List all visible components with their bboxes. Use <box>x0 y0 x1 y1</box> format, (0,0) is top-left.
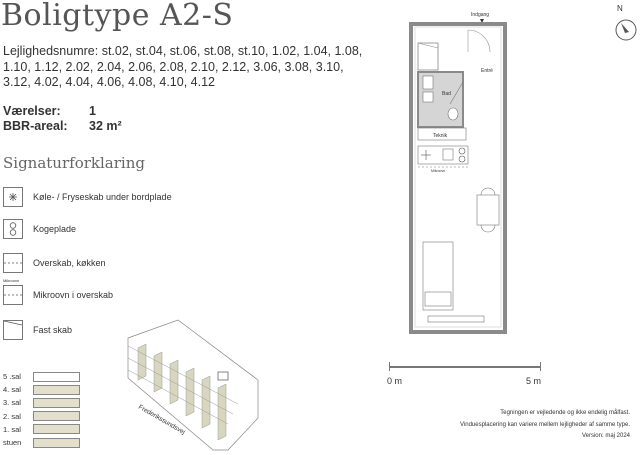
hob-icon <box>458 147 466 155</box>
floor-label: 4. sal <box>3 385 21 395</box>
hob-icon <box>3 219 23 239</box>
floor-bar <box>33 437 80 448</box>
floor-label: 1. sal <box>3 424 21 434</box>
microwave-plan-label: Mikroovn <box>431 169 445 173</box>
floor-bar <box>33 424 80 435</box>
legend-label: Kogeplade <box>33 224 77 234</box>
scale-tick <box>540 362 541 371</box>
closet-icon <box>3 320 23 340</box>
highlighted-unit <box>217 371 229 381</box>
scale-tick <box>389 362 390 371</box>
floor-label: 3. sal <box>3 398 21 408</box>
floor-row: stuen <box>3 436 80 449</box>
floor-row: 5 .sal <box>3 370 80 383</box>
legend-title: Signaturforklaring <box>3 154 145 172</box>
floor-bar <box>33 411 80 422</box>
floor-bar <box>33 371 80 382</box>
legend-item-closet: Fast skab <box>3 319 72 341</box>
technic-room <box>417 127 467 141</box>
legend-item-upper-cabinet: Overskab, køkken <box>3 252 106 274</box>
scale-end-label: 5 m <box>526 376 542 386</box>
floor-bar <box>33 397 80 408</box>
microwave-tag: Mikroovn <box>3 278 20 283</box>
compass-icon: N <box>615 4 637 41</box>
facts-block: Værelser: 1 BBR-areal: 32 m² <box>3 104 122 134</box>
entrance-arrow-icon <box>480 19 484 23</box>
legend-label: Køle- / Fryseskab under bordplade <box>33 192 172 202</box>
page-title: Boligtype A2-S <box>1 0 234 33</box>
unit-numbers: Lejlighedsnumre: st.02, st.04, st.06, st… <box>3 44 373 91</box>
technic-label: Teknik <box>433 133 448 139</box>
units-list: st.02, st.04, st.06, st.08, st.10, 1.02,… <box>3 44 363 89</box>
note-line: Tegningen er vejledende og ikke endelig … <box>500 410 630 416</box>
sink-icon <box>442 148 454 161</box>
fridge-icon <box>3 187 23 207</box>
microwave-icon: Mikroovn <box>3 278 23 305</box>
scale-start-label: 0 m <box>387 376 403 386</box>
legend-label: Overskab, køkken <box>33 258 106 268</box>
building-key-plan: Frederikssundsvej <box>127 319 259 451</box>
legend-item-microwave: Mikroovn Mikroovn i overskab <box>3 278 114 306</box>
floor-row: 1. sal <box>3 423 80 436</box>
floor-label: 5 .sal <box>3 372 21 382</box>
entrance-label: Indgang <box>471 12 489 18</box>
entre-label: Entré <box>481 68 493 74</box>
rooms-label: Værelser: <box>3 104 61 118</box>
floor-label: 2. sal <box>3 411 21 421</box>
dining-table <box>476 194 500 226</box>
floor-bar <box>33 384 80 395</box>
legend-item-hob: Kogeplade <box>3 218 76 240</box>
units-label: Lejlighedsnumre: <box>3 44 99 58</box>
floor-row: 3. sal <box>3 396 80 409</box>
floor-row: 4. sal <box>3 383 80 396</box>
legend-item-fridge: Køle- / Fryseskab under bordplade <box>3 186 172 208</box>
bath-label: Bad <box>442 91 451 97</box>
closet <box>417 42 439 71</box>
compass-north-label: N <box>617 4 623 13</box>
note-line: Version: maj 2024 <box>581 433 630 439</box>
scale-bar <box>389 366 541 368</box>
floor-label: stuen <box>3 438 22 448</box>
floor-indicator: 5 .sal 4. sal 3. sal 2. sal 1. sal stuen <box>3 370 80 449</box>
legend-label: Fast skab <box>33 325 73 335</box>
upper-cabinet-icon <box>3 253 23 273</box>
fridge-icon <box>421 150 431 160</box>
rooms-value: 1 <box>89 104 96 118</box>
area-label: BBR-areal: <box>3 119 68 133</box>
area-value: 32 m² <box>89 119 122 133</box>
note-line: Vinduesplacering kan variere mellem lejl… <box>460 421 630 428</box>
window <box>427 315 485 323</box>
disclaimer: Tegningen er vejledende og ikke endelig … <box>460 408 630 443</box>
legend-label: Mikroovn i overskab <box>33 290 114 300</box>
floor-row: 2. sal <box>3 410 80 423</box>
floor-plan: Indgang Entré Bad Teknik Mikroovn <box>409 12 507 334</box>
